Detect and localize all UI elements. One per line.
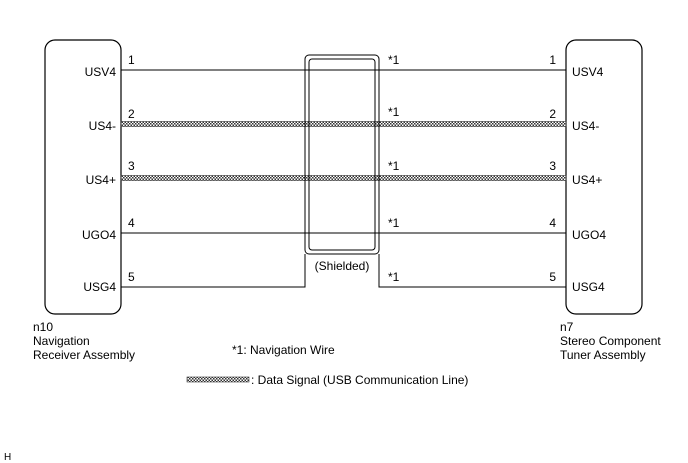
wire-marker-3: *1 [388, 159, 400, 173]
right-pin-label-3: US4+ [572, 173, 602, 187]
left-pin-label-4: UGO4 [82, 228, 116, 242]
right-connector-code: n7 [560, 320, 574, 334]
left-pin-number-3: 3 [128, 159, 135, 173]
wire-5-left [121, 254, 306, 288]
right-pin-label-5: USG4 [572, 280, 605, 294]
wire-marker-5: *1 [388, 270, 400, 284]
right-pin-number-2: 2 [549, 107, 556, 121]
corner-mark: H [4, 452, 11, 463]
wires-group [120, 69, 567, 288]
right-pin-number-5: 5 [549, 270, 556, 284]
right-pin-label-4: UGO4 [572, 228, 606, 242]
shield-inner [308, 58, 376, 251]
left-pin-number-1: 1 [128, 53, 135, 67]
right-connector-name-line1: Stereo Component [560, 334, 661, 348]
right-pin-label-1: USV4 [572, 65, 604, 79]
right-pin-label-2: US4- [572, 119, 599, 133]
left-connector-name-line2: Receiver Assembly [33, 348, 135, 362]
left-connector-name-line1: Navigation [33, 334, 90, 348]
left-pin-label-5: USG4 [83, 280, 116, 294]
left-pin-number-5: 5 [128, 270, 135, 284]
shield-label: (Shielded) [315, 259, 370, 273]
right-connector-name-line2: Tuner Assembly [560, 348, 646, 362]
left-connector-code: n10 [33, 320, 53, 334]
wire-3-data-signal [120, 175, 567, 181]
wire-marker-4: *1 [388, 216, 400, 230]
wire-marker-1: *1 [388, 53, 400, 67]
wire-5-right [378, 254, 566, 288]
left-pin-label-3: US4+ [86, 173, 116, 187]
left-pin-label-2: US4- [89, 119, 116, 133]
wire-note: *1: Navigation Wire [232, 343, 335, 357]
shield-outer [304, 54, 380, 255]
wire-marker-2: *1 [388, 105, 400, 119]
left-pin-number-4: 4 [128, 216, 135, 230]
wire-2-data-signal [120, 121, 567, 127]
right-pin-number-3: 3 [549, 159, 556, 173]
legend-data-signal-swatch [186, 376, 250, 383]
left-pin-number-2: 2 [128, 107, 135, 121]
right-pin-number-4: 4 [549, 216, 556, 230]
right-pin-number-1: 1 [549, 53, 556, 67]
legend-text: : Data Signal (USB Communication Line) [251, 373, 468, 387]
left-pin-label-1: USV4 [85, 65, 117, 79]
